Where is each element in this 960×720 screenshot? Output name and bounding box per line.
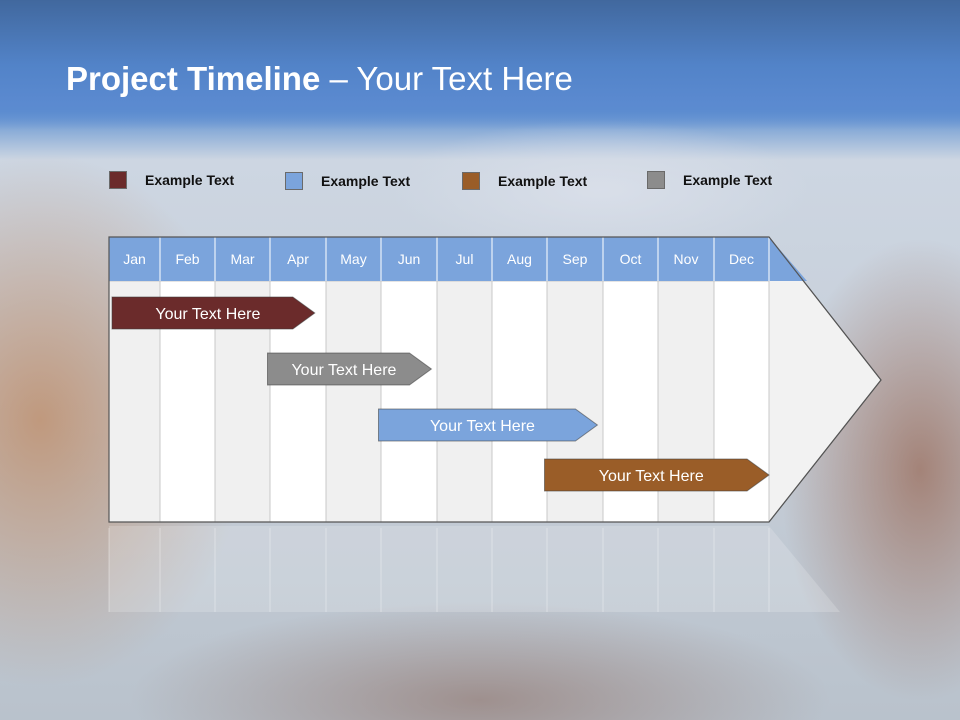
- task-bar-label: Your Text Here: [155, 306, 260, 323]
- month-label: Oct: [620, 251, 642, 267]
- task-bar: [544, 458, 770, 492]
- title-band: [0, 0, 960, 130]
- timeline-arrow-outline: [108, 236, 882, 523]
- month-column: [380, 280, 438, 523]
- legend-label: Example Text: [145, 172, 235, 188]
- month-label: Mar: [230, 251, 254, 267]
- task-bar-label: Your Text Here: [599, 468, 704, 485]
- task-bar: [378, 408, 599, 442]
- month-label: Aug: [507, 251, 532, 267]
- legend-swatch: [647, 171, 665, 189]
- legend-label: Example Text: [321, 173, 411, 189]
- month-label: Jul: [456, 251, 474, 267]
- legend-swatch: [109, 171, 127, 189]
- month-label: Jan: [123, 251, 146, 267]
- month-label: Feb: [175, 251, 199, 267]
- task-bar: [267, 352, 433, 386]
- legend-label: Example Text: [683, 172, 773, 188]
- month-label: Sep: [563, 251, 588, 267]
- legend-item-2: Example Text: [285, 172, 410, 190]
- month-label: Dec: [729, 251, 754, 267]
- month-column: [325, 280, 382, 523]
- legend-item-4: Example Text: [647, 171, 772, 189]
- legend-swatch: [285, 172, 303, 190]
- timeline-reflection: [109, 526, 840, 612]
- legend-item-1: Example Text: [109, 171, 234, 189]
- task-bar-label: Your Text Here: [291, 362, 396, 379]
- month-label: May: [340, 251, 366, 267]
- month-label: Nov: [674, 251, 699, 267]
- title-rest: – Your Text Here: [320, 60, 573, 97]
- title-bold: Project Timeline: [66, 60, 321, 97]
- legend-label: Example Text: [498, 173, 588, 189]
- task-bar: [111, 296, 316, 330]
- task-bar-label: Your Text Here: [430, 418, 535, 435]
- month-column: [491, 280, 548, 523]
- month-label: Jun: [398, 251, 421, 267]
- legend-swatch: [462, 172, 480, 190]
- slide-title: Project Timeline – Your Text Here: [66, 60, 573, 98]
- month-label: Apr: [287, 251, 309, 267]
- legend-item-3: Example Text: [462, 172, 587, 190]
- month-column: [436, 280, 493, 523]
- month-header-band: [109, 237, 807, 281]
